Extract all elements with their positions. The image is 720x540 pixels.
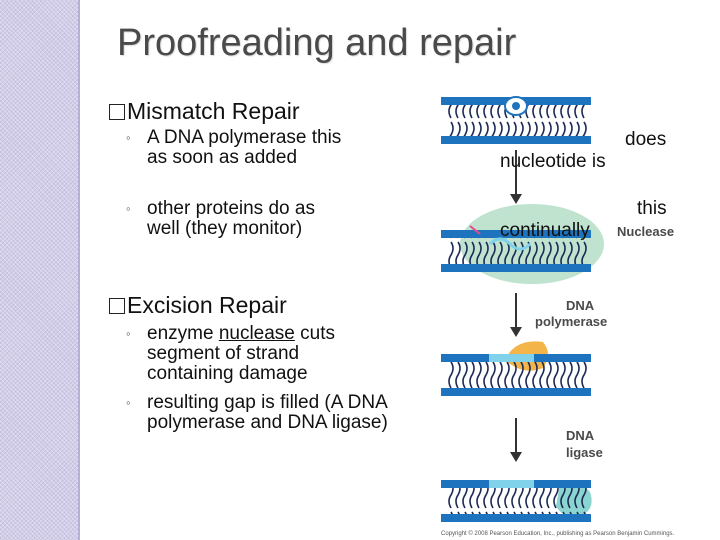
nuclease-label: Nuclease	[617, 224, 674, 239]
nuclease-term: nuclease	[218, 323, 295, 344]
down-arrow-2: DNA polymerase	[510, 293, 607, 337]
mismatch-heading: Mismatch Repair	[127, 98, 300, 124]
mismatch-subitem-2: ◦ other proteins do as well (they monito…	[126, 198, 327, 239]
down-arrow-3: DNA ligase	[510, 418, 603, 462]
square-bullet-icon	[109, 104, 125, 120]
figure-copyright: Copyright © 2008 Pearson Education, Inc.…	[441, 530, 675, 537]
overlay-text-continually: continually	[500, 220, 590, 241]
mismatch-item-2-text: other proteins do as well (they monitor)	[147, 198, 315, 239]
bullet-excision-repair: Excision Repair	[109, 292, 287, 319]
slide-title: Proofreading and repair	[117, 22, 517, 64]
excision-item-2-text: resulting gap is filled (A DNA polymeras…	[147, 392, 388, 433]
excision-item-1-text-a: enzyme	[147, 323, 219, 344]
polymerase-step	[441, 341, 591, 396]
ligase-label-line2: ligase	[566, 445, 603, 460]
polymerase-label-line1: DNA	[566, 298, 595, 313]
ligase-label-line1: DNA	[566, 428, 595, 443]
overlay-text-this: this	[637, 198, 667, 219]
overlay-text-nucleotide-is: nucleotide is	[500, 151, 606, 172]
ring-bullet-icon: ◦	[126, 130, 131, 145]
nuclease-step: Nuclease	[441, 204, 674, 284]
dna-duplex-mismatch	[441, 96, 591, 144]
bullet-mismatch-repair: Mismatch Repair	[109, 98, 300, 125]
polymerase-label-line2: polymerase	[535, 314, 607, 329]
mismatch-item-1-text: A DNA polymerase this as soon as added	[147, 127, 342, 168]
ring-bullet-icon: ◦	[126, 395, 131, 410]
ring-bullet-icon: ◦	[126, 326, 131, 341]
decorative-side-strip	[0, 0, 80, 540]
ring-bullet-icon: ◦	[126, 201, 131, 216]
overlay-text-does: does	[625, 129, 667, 150]
mismatch-subitem-1: ◦ A DNA polymerase this as soon as added	[126, 127, 347, 168]
excision-heading: Excision Repair	[127, 292, 287, 318]
excision-item-1-text-b: cuts segment of strand containing damage	[147, 323, 335, 384]
ligase-step	[441, 480, 592, 522]
square-bullet-icon	[109, 298, 125, 314]
down-arrow-1	[510, 150, 522, 204]
excision-subitem-1: ◦ enzyme nuclease cuts segment of strand…	[126, 323, 387, 384]
excision-subitem-2: ◦ resulting gap is filled (A DNA polymer…	[126, 392, 397, 433]
